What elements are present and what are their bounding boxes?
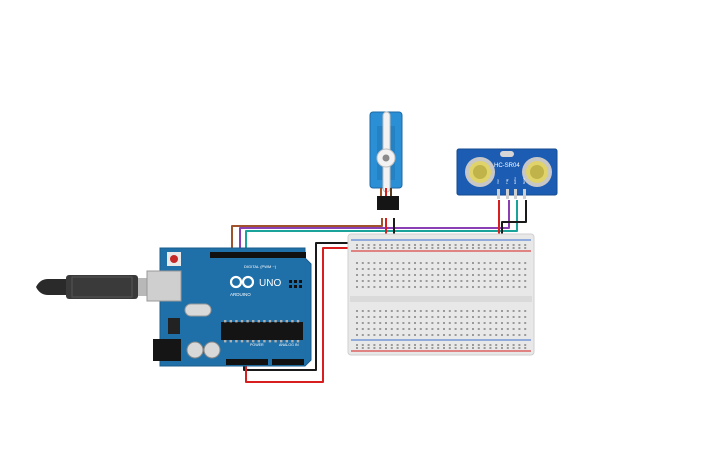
icsp-header [289, 280, 302, 288]
servo-motor[interactable] [369, 111, 403, 210]
arduino-logo-text: ARDUINO [230, 292, 251, 297]
arduino-logo-icon [229, 275, 255, 289]
transducer-left-icon [465, 157, 495, 187]
gnd-wire[interactable] [243, 242, 348, 371]
svg-text:Gnd: Gnd [522, 178, 526, 184]
sensor-pins [497, 189, 526, 199]
ultrasonic-sensor[interactable]: HC-SR04 Vcc Trig Echo Gnd [456, 148, 558, 199]
analog-header-label: ANALOG IN [279, 343, 299, 347]
sensor-name-label: HC-SR04 [494, 163, 520, 169]
sensor-pin-labels: Vcc Trig Echo Gnd [496, 177, 526, 184]
power-5v-wire[interactable] [245, 247, 354, 383]
transducer-right-icon [522, 157, 552, 187]
digital-header-label: DIGITAL (PWM ~) [244, 264, 277, 269]
servo-horn-icon [376, 111, 396, 193]
svg-text:Vcc: Vcc [496, 178, 500, 184]
sensor-trig-wire[interactable] [239, 200, 510, 256]
power-header-label: POWER [250, 343, 264, 347]
atmega-chip-pins [224, 320, 300, 343]
servo-connector[interactable] [377, 196, 399, 210]
sensor-gnd-jumper[interactable] [501, 200, 527, 240]
wires [231, 200, 527, 383]
svg-text:Trig: Trig [505, 179, 509, 184]
servo-signal-wire[interactable] [231, 218, 383, 256]
arduino-uno[interactable]: DIGITAL (PWM ~) ARDUINO UNO POWER ANALOG… [36, 247, 312, 367]
breadboard[interactable] [347, 233, 535, 356]
board-model-label: UNO [259, 278, 281, 289]
usb-cable [36, 275, 164, 299]
sensor-echo-wire[interactable] [245, 200, 518, 256]
breadboard-holes [356, 244, 527, 349]
svg-text:Echo: Echo [513, 177, 517, 184]
